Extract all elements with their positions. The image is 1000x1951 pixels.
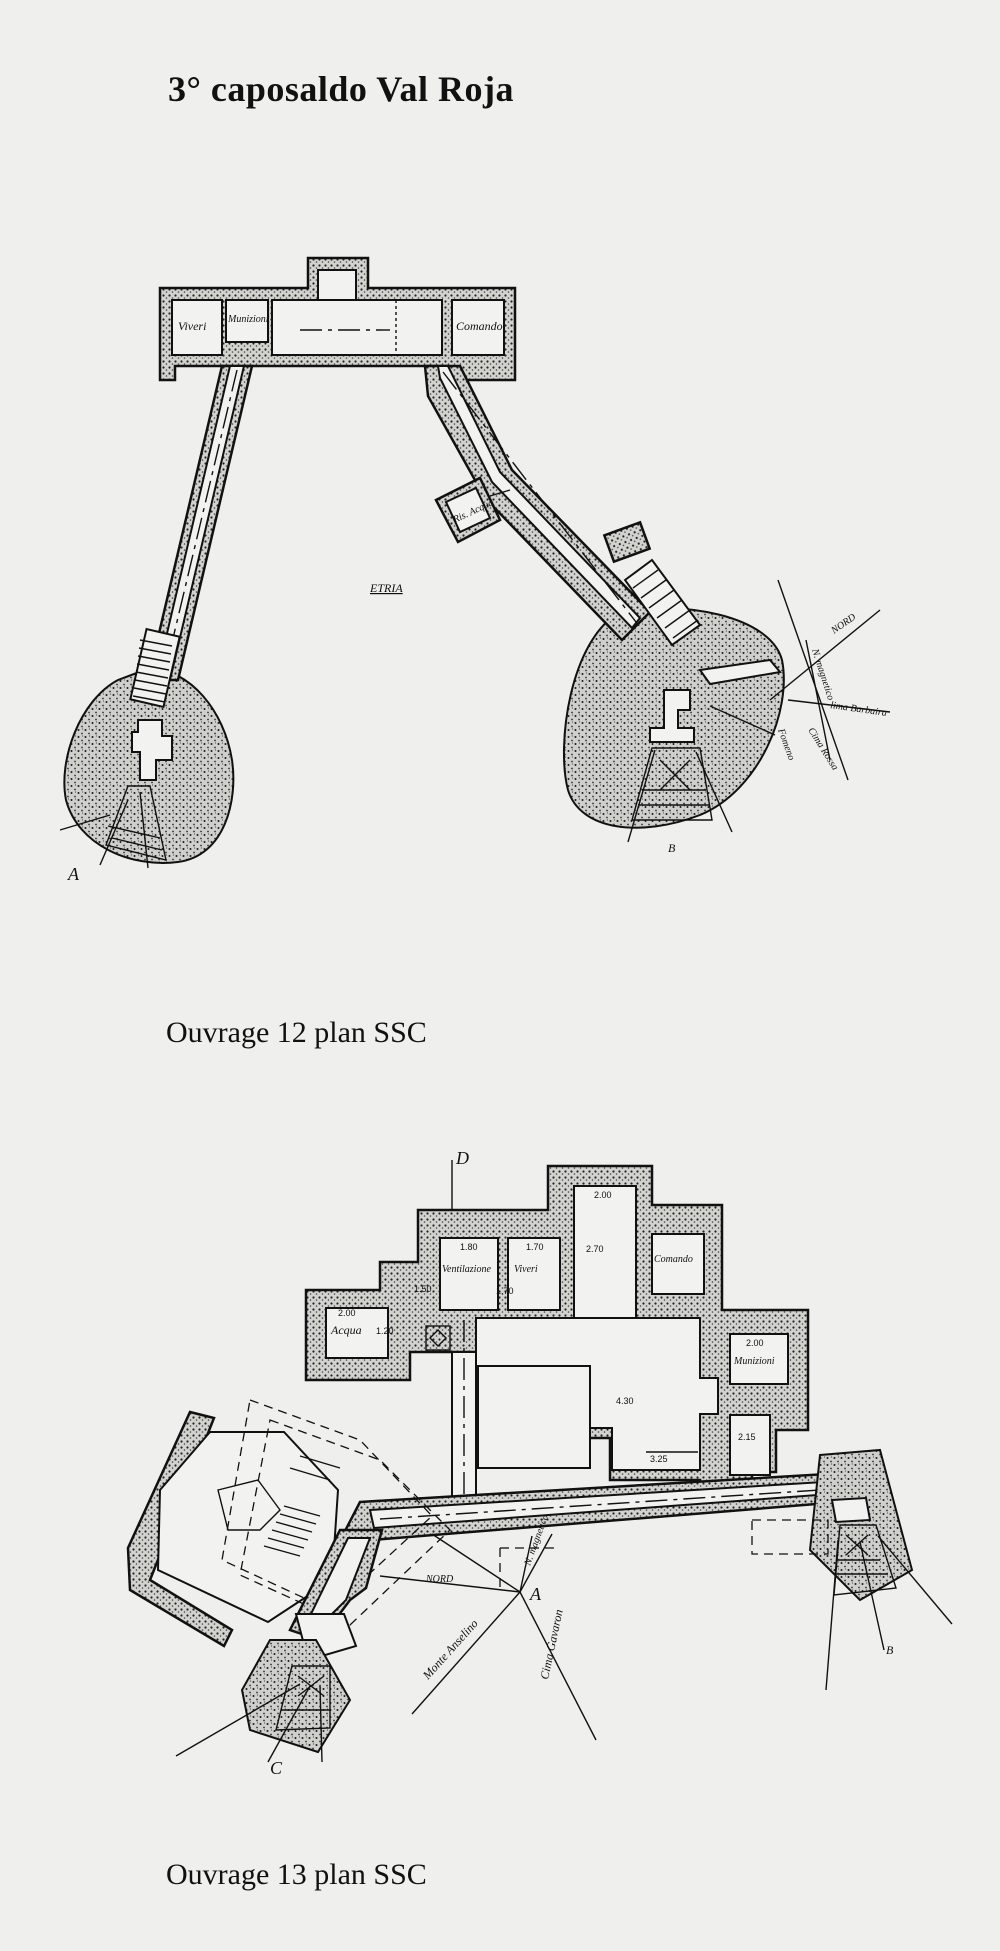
label-etria: ETRIA: [369, 581, 403, 595]
stair-left: [129, 627, 181, 709]
plan-ouvrage-12: Viveri Munizioni Comando: [59, 256, 891, 884]
casemate-c-13: C: [126, 1399, 451, 1778]
room-upper-corridor-13: [573, 1185, 637, 1319]
niche-right-12: [602, 520, 652, 564]
label-viveri-12: Viveri: [178, 319, 206, 333]
room-side-13: [729, 1414, 771, 1476]
point-c-13: C: [270, 1758, 283, 1778]
casemate-b-13: [830, 1496, 872, 1524]
block-13: [477, 1365, 591, 1469]
embrasure-b: [631, 747, 713, 821]
point-a-13: A: [529, 1584, 542, 1604]
room-ventilazione-13: [439, 1237, 499, 1311]
dim-acqua-w: 2.00: [338, 1308, 356, 1318]
dim-acqua-h: 1.20: [376, 1326, 394, 1336]
dim-viveri-w: 1.70: [526, 1242, 544, 1252]
compass-line2-12: Cima Rossa: [805, 726, 840, 773]
compass-line1-12: lima Barbaira: [830, 700, 888, 719]
compass-line2-13: Cima Gavaron: [537, 1608, 566, 1681]
room-munizioni-12: [225, 299, 269, 343]
plan-ouvrage-13: D Acqua Ventilazione Viveri Comando Muni…: [126, 1148, 953, 1778]
compass-nord-13: NORD: [425, 1574, 454, 1585]
dim-main-h: 4.30: [616, 1396, 634, 1406]
branch-right-12: [698, 658, 782, 686]
room-comando-12: [451, 299, 505, 356]
compass-nord-12: NORD: [829, 611, 859, 637]
dim-bottom-w: 3.25: [650, 1454, 668, 1464]
dim-mun-w: 2.00: [746, 1338, 764, 1348]
label-comando-13: Comando: [654, 1254, 693, 1265]
page-title: 3° caposaldo Val Roja: [168, 69, 514, 109]
compass-line1-13: Monte Anselino: [419, 1617, 481, 1683]
dim-side-h: 2.15: [738, 1432, 756, 1442]
caption-ouvrage-13: Ouvrage 13 plan SSC: [166, 1858, 427, 1891]
compass-13: A NORD N. magnetico Monte Anselino Cima …: [379, 1513, 597, 1741]
point-b-13: B: [886, 1643, 894, 1657]
room-acqua-13: [325, 1307, 389, 1359]
point-b-12: B: [668, 841, 676, 855]
point-d-13: D: [455, 1148, 469, 1168]
caption-ouvrage-12: Ouvrage 12 plan SSC: [166, 1016, 427, 1049]
room-viveri-13: [507, 1237, 561, 1311]
room-munizioni-13: [729, 1333, 789, 1385]
corridor-top-12: [271, 299, 443, 356]
compass-line3-12: Fomeno: [775, 726, 797, 762]
dim-top-h: 2.70: [586, 1244, 604, 1254]
label-munizioni-12: Munizioni: [227, 314, 269, 325]
casemate-b: [649, 689, 695, 743]
stair-right: [623, 558, 702, 647]
label-comando-12: Comando: [456, 319, 503, 333]
label-munizioni-13: Munizioni: [733, 1356, 775, 1367]
dim-vent-x: 1.50: [414, 1284, 432, 1294]
label-viveri-13: Viveri: [514, 1264, 538, 1275]
label-ventilazione-13: Ventilazione: [442, 1264, 491, 1275]
dim-top-w: 2.00: [594, 1190, 612, 1200]
label-acqua-13: Acqua: [330, 1323, 362, 1337]
room-viveri-12: [171, 299, 223, 356]
point-a-12: A: [67, 864, 80, 884]
embrasure-a: [105, 785, 167, 861]
dim-viveri-h: 1.70: [496, 1286, 514, 1296]
room-comando-13: [651, 1233, 705, 1295]
compass-12: N. magnetico NORD lima Barbaira Cima Ros…: [769, 579, 891, 781]
casemate-a: [131, 719, 173, 781]
niche-top-12: [317, 269, 357, 301]
vent-shaft-icon: [425, 1325, 451, 1351]
dim-vent-w: 1.80: [460, 1242, 478, 1252]
